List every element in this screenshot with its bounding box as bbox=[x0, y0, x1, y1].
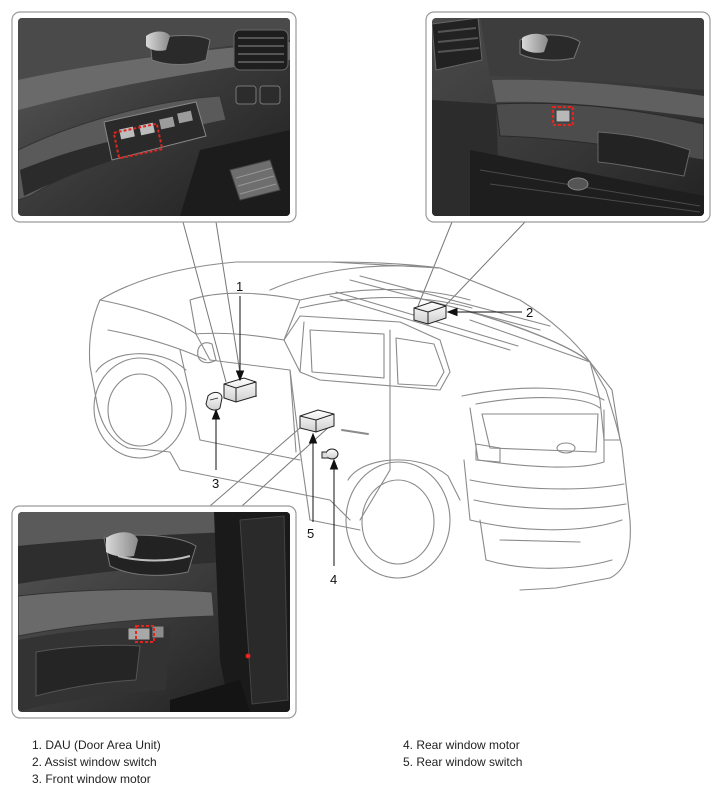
legend-item-5: 5. Rear window switch bbox=[403, 755, 523, 769]
photo-driver-door bbox=[11, 11, 297, 223]
legend-item-2: 2. Assist window switch bbox=[32, 755, 157, 769]
legend-item-4: 4. Rear window motor bbox=[403, 738, 520, 752]
component-front-window-motor bbox=[205, 391, 223, 411]
callout-2: 2 bbox=[526, 305, 533, 320]
component-assist-window-switch bbox=[413, 301, 447, 325]
callout-labels: 1 2 3 4 5 bbox=[212, 279, 533, 587]
component-rear-window-motor bbox=[321, 448, 339, 460]
photo-leader-lines bbox=[182, 221, 526, 507]
component-dau bbox=[223, 377, 257, 403]
photo-rear-door bbox=[11, 505, 297, 719]
component-rear-window-switch bbox=[299, 409, 335, 433]
legend-item-3: 3. Front window motor bbox=[32, 772, 151, 786]
legend-left-column: 1. DAU (Door Area Unit) 2. Assist window… bbox=[32, 737, 161, 788]
callout-5: 5 bbox=[307, 526, 314, 541]
callout-4: 4 bbox=[330, 572, 337, 587]
callout-3: 3 bbox=[212, 476, 219, 491]
callout-arrows bbox=[211, 296, 522, 566]
photo-passenger-door bbox=[425, 11, 711, 223]
legend-right-column: 4. Rear window motor 5. Rear window swit… bbox=[403, 737, 522, 771]
legend-item-1: 1. DAU (Door Area Unit) bbox=[32, 738, 161, 752]
callout-1: 1 bbox=[236, 279, 243, 294]
